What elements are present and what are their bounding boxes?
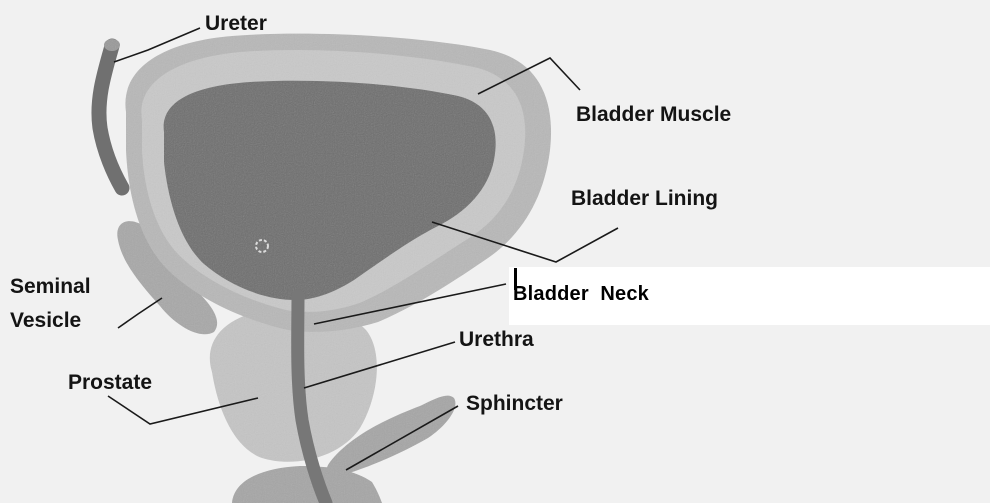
seminal-vesicle-label-line1: Seminal xyxy=(10,270,91,304)
seminal-vesicle-leader-line xyxy=(118,298,162,328)
seminal-vesicle-label: Seminal Vesicle xyxy=(10,270,91,338)
pelvic-floor-tissue xyxy=(232,466,382,503)
ureter-opening xyxy=(104,39,120,51)
ureter-label: Ureter xyxy=(205,12,267,36)
sphincter-label: Sphincter xyxy=(466,392,563,416)
bladder-muscle-label: Bladder Muscle xyxy=(576,103,731,127)
urethra-label: Urethra xyxy=(459,328,534,352)
seminal-vesicle-label-line2: Vesicle xyxy=(10,304,91,338)
bladder-neck-label-box: Bladder Neck xyxy=(509,267,990,325)
bladder-lining-label: Bladder Lining xyxy=(571,187,718,211)
ureter-tube xyxy=(99,46,122,188)
prostate-label: Prostate xyxy=(68,371,152,395)
bladder-neck-label: Bladder Neck xyxy=(513,283,649,306)
